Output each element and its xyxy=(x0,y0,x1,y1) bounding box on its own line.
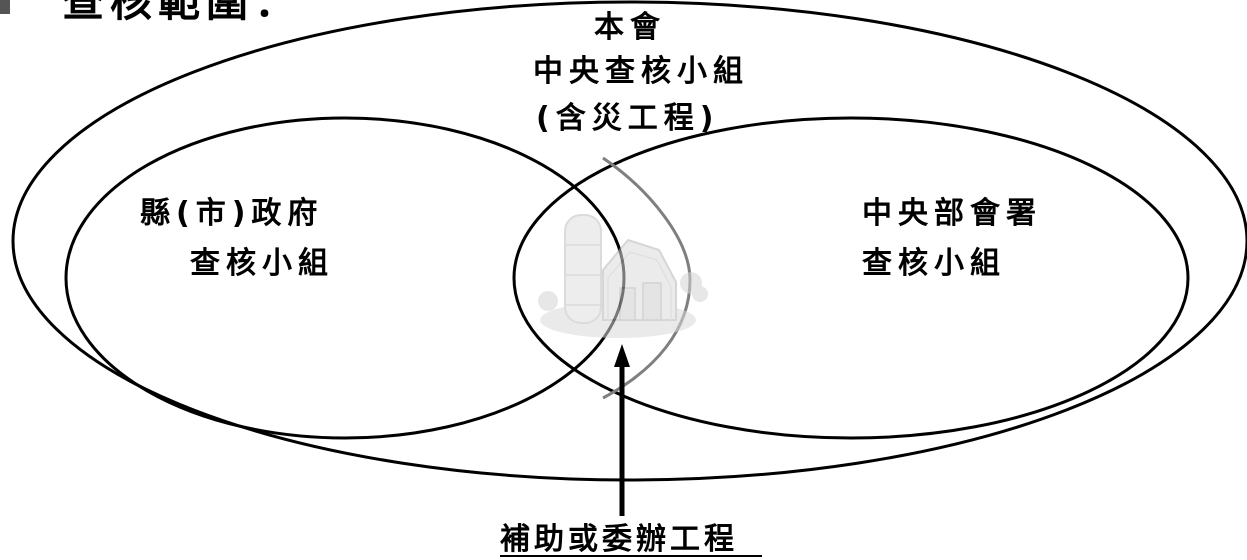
right-ellipse xyxy=(512,116,1190,440)
left-label-line2: 查核小組 xyxy=(190,246,334,281)
outer-label-line2: 中央查核小組 xyxy=(533,54,749,89)
square-bullet-icon xyxy=(0,0,10,14)
outer-label-line1: 本會 xyxy=(594,10,666,45)
right-label-line2: 查核小組 xyxy=(862,246,1006,281)
bottom-label: 補助或委辦工程 xyxy=(499,522,738,557)
page-title: 查核範圍： xyxy=(62,0,302,26)
outer-ellipse xyxy=(11,0,1247,482)
outer-label-line3: (含災工程) xyxy=(536,101,719,136)
left-label-line1: 縣(市)政府 xyxy=(140,196,323,231)
right-label-line1: 中央部會署 xyxy=(862,196,1042,231)
farm-barn-silo-icon xyxy=(538,214,708,338)
arrow-up-icon xyxy=(614,344,630,367)
